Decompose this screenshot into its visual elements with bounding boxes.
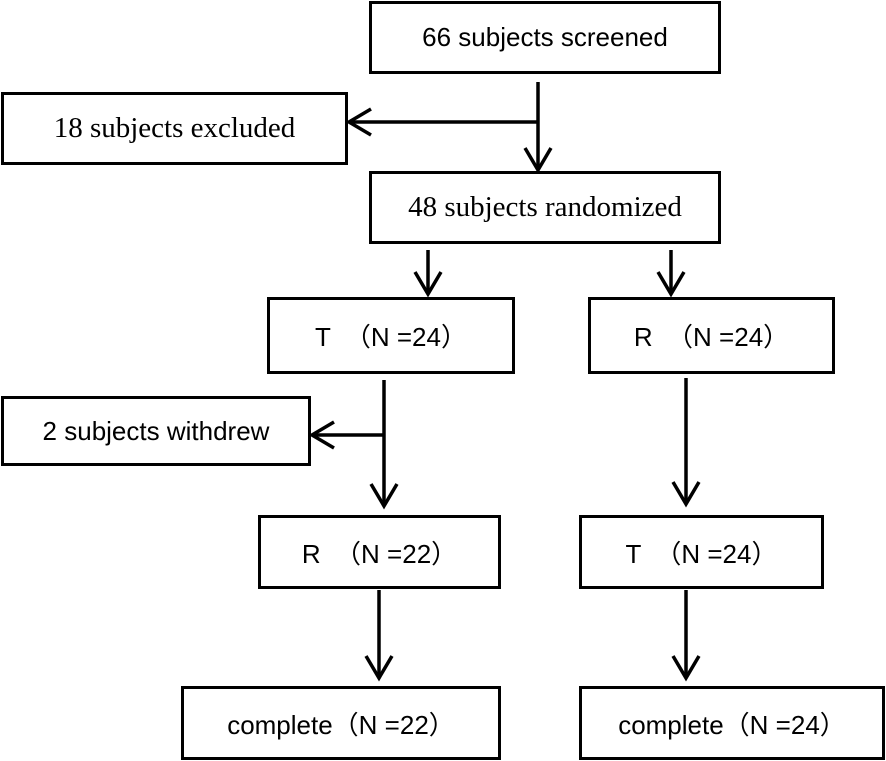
arrowhead [364, 655, 394, 682]
left-period2-box: R （N =22） [258, 515, 501, 589]
arrowhead [671, 655, 701, 682]
arrowhead [413, 271, 443, 298]
left-complete-box: complete（N =22） [181, 686, 501, 760]
right-complete-box: complete（N =24） [579, 686, 885, 760]
arrowhead [656, 271, 686, 298]
excluded-box: 18 subjects excluded [1, 92, 348, 165]
arrowhead [523, 147, 553, 174]
arrowhead [369, 483, 399, 510]
arrowhead [671, 481, 701, 508]
arrowhead [308, 420, 335, 450]
left-period1-box: T （N =24） [267, 297, 515, 374]
screened-box: 66 subjects screened [369, 1, 721, 74]
randomized-box: 48 subjects randomized [369, 171, 721, 244]
right-period2-box: T （N =24） [579, 515, 824, 589]
withdrew-box: 2 subjects withdrew [1, 396, 311, 466]
arrowhead [345, 107, 372, 137]
right-period1-box: R （N =24） [588, 297, 835, 374]
